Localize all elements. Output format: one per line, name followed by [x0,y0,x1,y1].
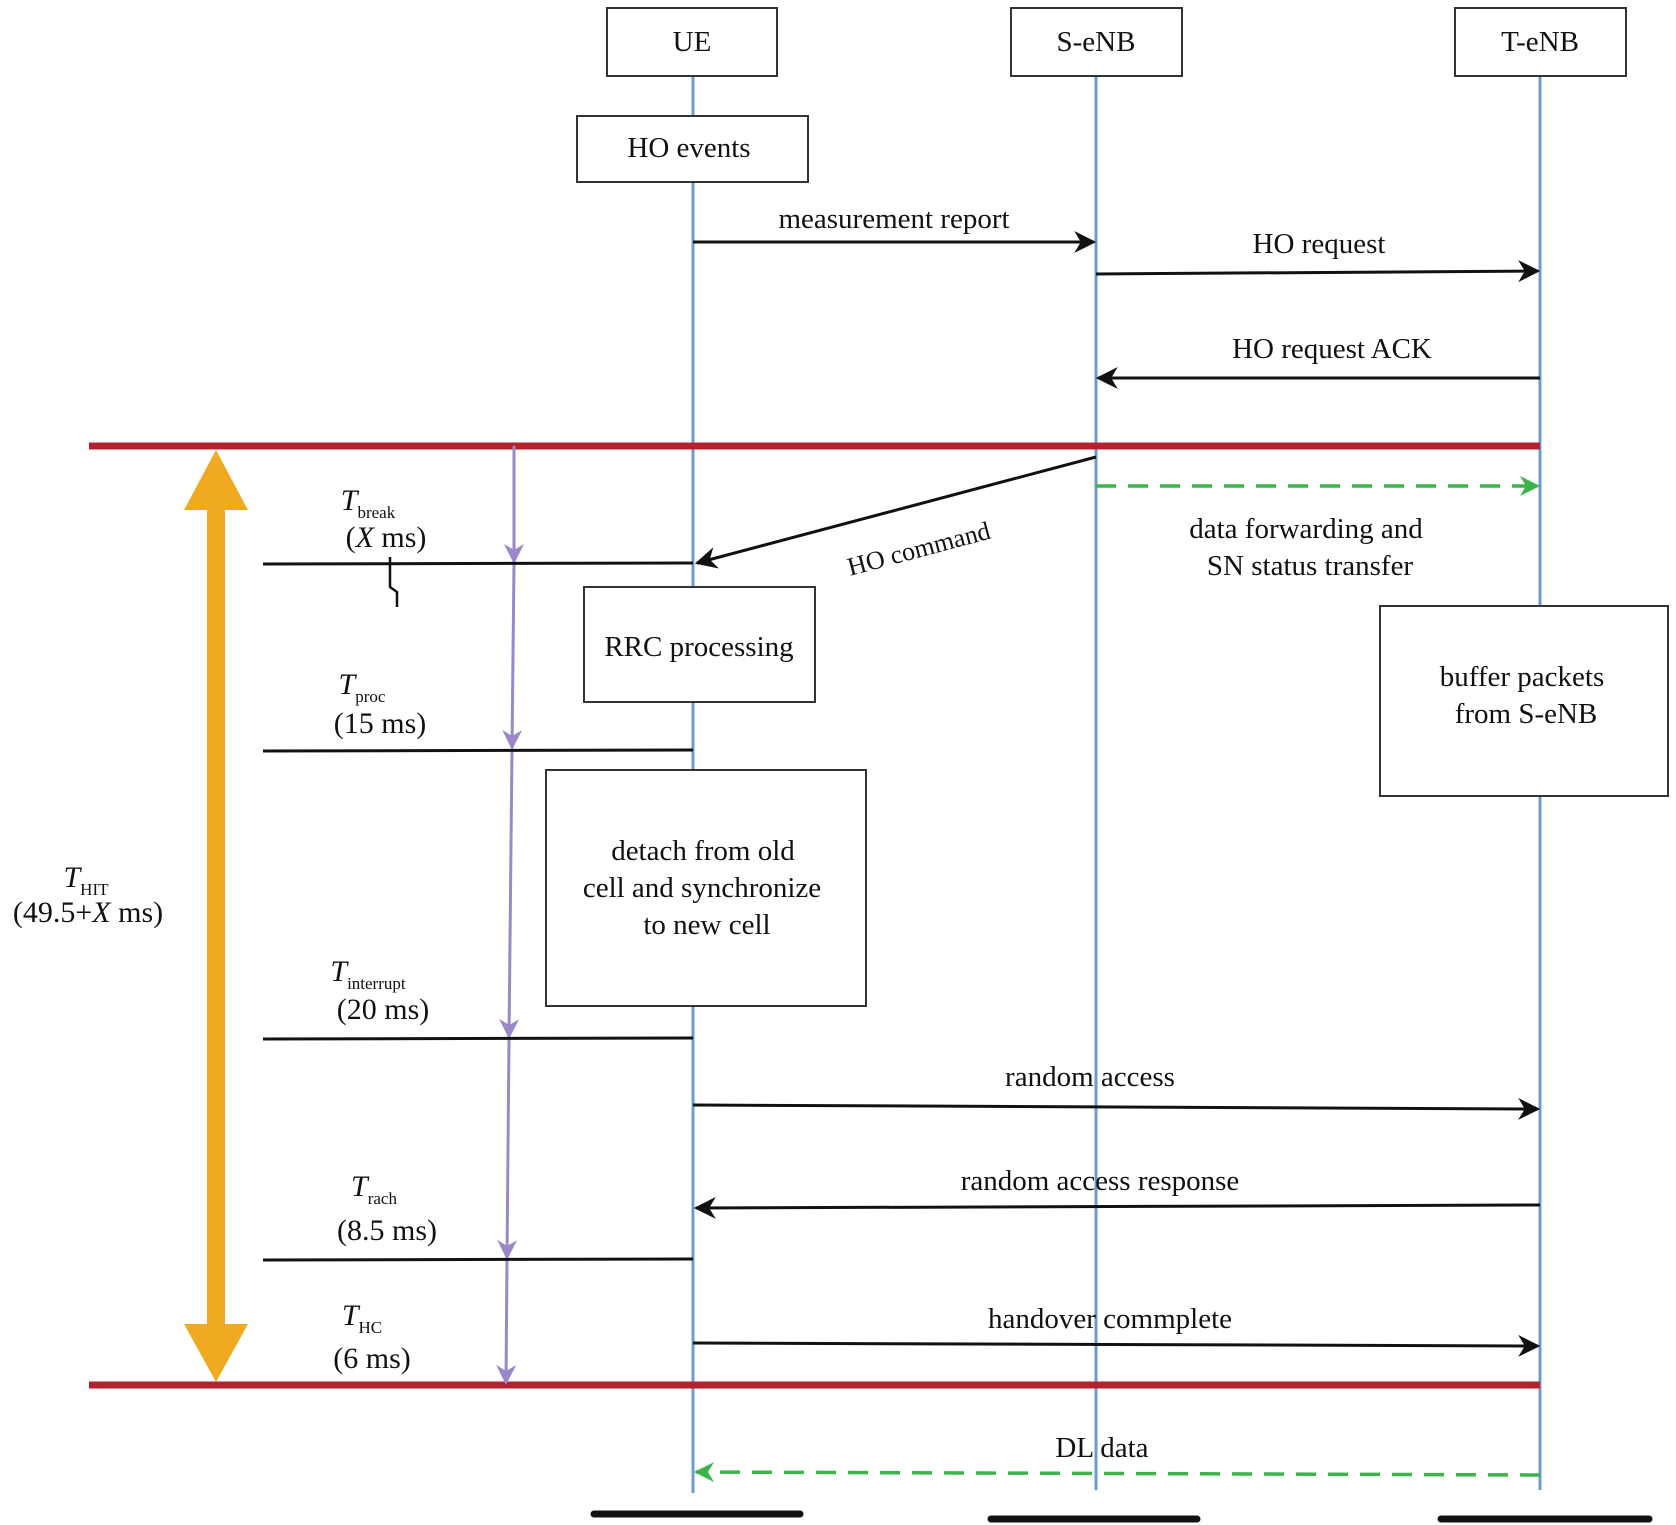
buffer-packets-label-line2: from S-eNB [1455,698,1598,730]
break-zigzag-icon [388,557,399,607]
t-hit-label: THIT [63,861,109,899]
t-hc-label: THC [342,1299,382,1337]
total-interruption-arrow [184,450,248,1382]
data-forwarding-label-line2: SN status transfer [1207,550,1414,582]
senb-entity-box: S-eNB [1010,7,1183,77]
measurement-report-label: measurement report [778,203,1009,235]
rrc-processing-box: RRC processing [583,586,816,703]
detach-label-line3: to new cell [643,909,770,941]
tenb-label: T-eNB [1501,26,1579,58]
detach-label-line2: cell and synchronize [583,872,821,904]
tenb-entity-box: T-eNB [1454,7,1627,77]
ho-request-arrow [1095,260,1541,283]
timemarker-rach [262,1257,694,1262]
random-access-response-label: random access response [961,1165,1240,1197]
ho-events-label: HO events [627,132,750,164]
t-break-label: Tbreak [341,484,396,522]
timeline-arrow-proc [502,563,523,750]
t-hit-value: (49.5+X ms) [13,896,163,929]
random-access-arrow [692,1097,1541,1120]
handover-complete-label: handover commplete [988,1303,1232,1335]
t-interrupt-label: Tinterrupt [330,955,406,993]
ue-entity-box: UE [606,7,778,77]
rrc-processing-label: RRC processing [604,631,793,663]
detach-sync-box: detach from old cell and synchronize to … [545,769,867,1007]
ho-command-arrow [694,455,1097,569]
t-hc-value: (6 ms) [333,1342,411,1375]
timemarker-break [262,561,694,566]
random-access-label: random access [1005,1061,1175,1093]
timeline-arrow-rach [497,1038,518,1260]
ho-request-ack-label: HO request ACK [1232,333,1432,365]
detach-label-line1: detach from old [611,835,795,867]
buffer-packets-box: buffer packets from S-eNB [1379,605,1669,797]
senb-label: S-eNB [1057,26,1136,58]
timemarker-interrupt [262,1036,694,1041]
timeline-arrow-hc [496,1259,517,1385]
t-proc-value: (15 ms) [334,707,427,740]
data-forwarding-label-line1: data forwarding and [1189,513,1423,545]
t-proc-label: Tproc [339,668,386,706]
ue-label: UE [673,26,712,58]
random-access-response-arrow [693,1196,1541,1219]
timeline-arrow-interrupt [499,749,520,1039]
timemarker-proc [262,748,694,753]
dl-data-label: DL data [1055,1432,1148,1464]
t-rach-label: Trach [351,1170,397,1208]
ho-events-box: HO events [576,115,809,183]
buffer-packets-label-line1: buffer packets [1440,661,1605,693]
ho-command-label: HO command [844,516,993,582]
t-interrupt-value: (20 ms) [337,993,430,1026]
handover-complete-arrow [692,1334,1541,1357]
t-rach-value: (8.5 ms) [337,1214,437,1247]
t-break-value: (X ms) [346,521,427,554]
ho-request-label: HO request [1253,228,1386,260]
dl-data-arrow [694,1462,1541,1483]
